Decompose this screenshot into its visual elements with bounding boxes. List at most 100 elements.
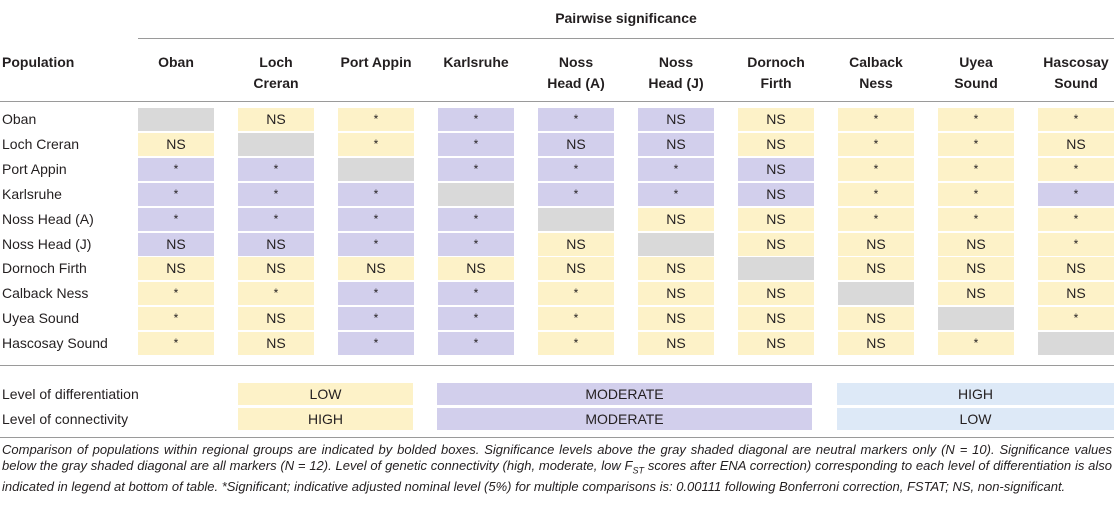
matrix-cell: NS [238,108,314,131]
row-label-noss-head-a: Noss Head (A) [2,210,94,227]
row-label-noss-head-j: Noss Head (J) [2,235,92,252]
matrix-cell: * [838,182,914,206]
matrix-cell: * [238,182,314,206]
diagonal-cell [738,257,814,281]
matrix-cell: NS [938,282,1014,306]
row-label-dornoch-firth: Dornoch Firth [2,260,87,277]
row-label-port-appin: Port Appin [2,160,67,177]
matrix-cell: NS [938,257,1014,281]
matrix-cell: NS [838,332,914,356]
matrix-cell: NS [838,232,914,256]
matrix-cell: NS [1038,282,1114,306]
matrix-cell: * [238,157,314,181]
matrix-cell: * [138,307,214,331]
row-label-loch-creran: Loch Creran [2,135,80,152]
matrix-cell: * [138,282,214,306]
matrix-cell: NS [738,282,814,306]
matrix-cell: * [438,108,514,131]
matrix-cell: * [938,132,1014,156]
matrix-cell: NS [638,307,714,331]
matrix-cell: * [538,332,614,356]
row-label-uyea-sound: Uyea Sound [2,310,80,327]
matrix-cell: NS [538,257,614,281]
legend-bottom-rule [0,437,1114,438]
matrix-cell: NS [838,307,914,331]
matrix-cell: NS [438,257,514,281]
matrix-cell: * [238,282,314,306]
matrix-cell: NS [738,307,814,331]
matrix-cell: * [338,207,414,231]
matrix-cell: NS [738,207,814,231]
matrix-cell: NS [638,257,714,281]
matrix-cell: * [1038,207,1114,231]
matrix-cell: * [1038,307,1114,331]
matrix-cell: * [538,108,614,131]
matrix-cell: * [1038,232,1114,256]
matrix-cell: NS [638,332,714,356]
diagonal-cell [238,132,314,156]
matrix-cell: NS [738,108,814,131]
legend-differentiation-high: HIGH [837,383,1114,405]
table-footnote: Comparison of populations within regiona… [2,442,1112,494]
matrix-cell: NS [138,132,214,156]
matrix-cell: NS [238,332,314,356]
matrix-cell: NS [738,157,814,181]
matrix-cell: * [338,232,414,256]
matrix-cell: NS [738,182,814,206]
matrix-cell: NS [338,257,414,281]
population-column-header: Population [2,54,75,70]
column-header-karlsruhe: Karlsruhe [443,54,509,70]
matrix-cell: * [438,332,514,356]
matrix-cell: * [138,207,214,231]
matrix-cell: NS [1038,132,1114,156]
matrix-cell: * [438,157,514,181]
diagonal-cell [838,282,914,306]
diagonal-cell [638,232,714,256]
row-label-calback-ness: Calback Ness [2,285,89,302]
matrix-cell: * [938,182,1014,206]
header-bottom-rule [0,101,1114,102]
matrix-cell: * [538,182,614,206]
matrix-cell: NS [538,232,614,256]
matrix-cell: NS [638,132,714,156]
matrix-cell: * [838,207,914,231]
matrix-cell: * [938,108,1014,131]
row-label-karlsruhe: Karlsruhe [2,185,62,202]
matrix-cell: * [538,282,614,306]
matrix-cell: * [1038,157,1114,181]
column-header-port-appin: Port Appin [340,54,412,70]
matrix-cell: * [238,207,314,231]
matrix-cell: NS [738,232,814,256]
matrix-cell: * [438,232,514,256]
matrix-cell: * [638,182,714,206]
matrix-cell: * [938,332,1014,356]
matrix-cell: NS [738,332,814,356]
matrix-cell: NS [138,232,214,256]
matrix-cell: NS [238,257,314,281]
connectivity-legend-label: Level of connectivity [2,411,129,427]
matrix-cell: * [838,157,914,181]
matrix-cell: * [438,132,514,156]
matrix-cell: * [338,132,414,156]
legend-differentiation-low: LOW [238,383,413,405]
matrix-cell: * [338,182,414,206]
matrix-cell: * [1038,182,1114,206]
matrix-cell: NS [638,282,714,306]
matrix-cell: * [138,182,214,206]
matrix-cell: NS [138,257,214,281]
row-label-hascosay-sound: Hascosay Sound [2,335,108,352]
row-label-oban: Oban [2,111,37,127]
legend-connectivity-high: HIGH [238,408,413,430]
matrix-cell: * [538,307,614,331]
diagonal-cell [138,108,214,131]
header-group-rule [138,38,1114,39]
matrix-cell: NS [938,232,1014,256]
matrix-cell: * [938,207,1014,231]
matrix-cell: * [338,282,414,306]
matrix-cell: NS [238,232,314,256]
